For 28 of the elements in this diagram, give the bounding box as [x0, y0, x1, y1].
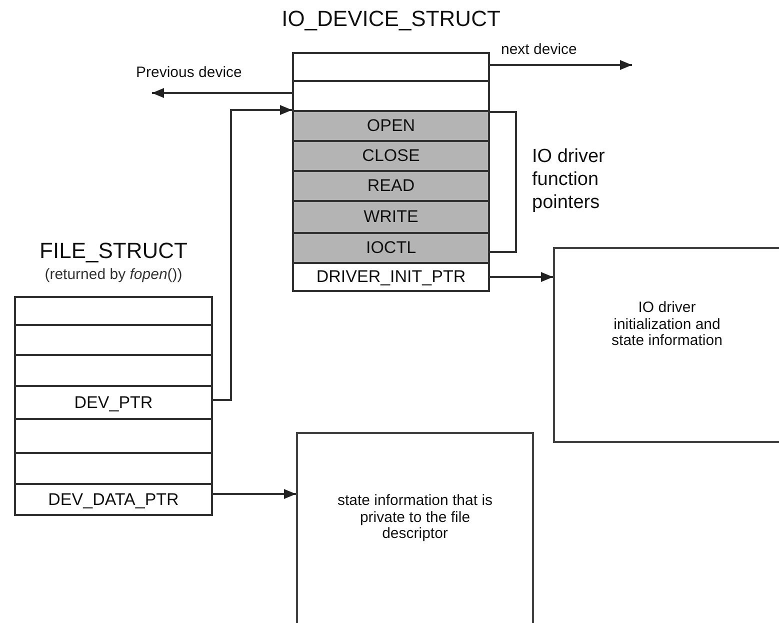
- field-row: CLOSE: [292, 140, 490, 172]
- info-text: state information that is private to the file descriptor: [336, 493, 494, 543]
- field-row: READ: [292, 170, 490, 202]
- field-row: OPEN: [292, 110, 490, 142]
- empty-field-row: [14, 296, 213, 326]
- field-row: DRIVER_INIT_PTR: [292, 262, 490, 292]
- field-row: WRITE: [292, 200, 490, 234]
- arrow: [213, 489, 296, 499]
- empty-field-row: [14, 354, 213, 387]
- empty-field-row: [292, 80, 490, 112]
- struct-subtitle: (returned by fopen()): [44, 266, 184, 283]
- arrow: [213, 105, 292, 401]
- field-row: IOCTL: [292, 232, 490, 264]
- arrow: [152, 88, 292, 98]
- annotation-text: IO driver function pointers: [532, 146, 606, 214]
- empty-field-row: [292, 52, 490, 82]
- info-text: IO driver initialization and state information: [610, 300, 724, 350]
- arrow: [490, 272, 553, 282]
- empty-field-row: [14, 324, 213, 356]
- info-box: [553, 247, 779, 443]
- struct-title: FILE_STRUCT: [38, 238, 188, 264]
- empty-field-row: [14, 452, 213, 485]
- field-row: DEV_DATA_PTR: [14, 483, 213, 516]
- struct-title: IO_DEVICE_STRUCT: [280, 6, 502, 32]
- field-row: DEV_PTR: [14, 385, 213, 420]
- info-box: [296, 432, 534, 623]
- empty-field-row: [14, 418, 213, 454]
- arrow: [490, 60, 632, 70]
